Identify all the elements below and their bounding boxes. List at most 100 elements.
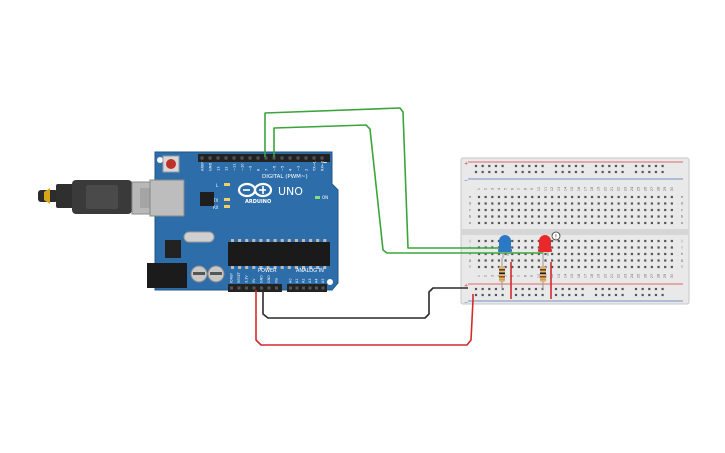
column-number: 14	[563, 274, 567, 278]
analog-pin-label: A1	[295, 279, 299, 283]
green-wire-2[interactable]	[273, 124, 543, 254]
column-number: 1	[477, 188, 481, 190]
digital-pin-label: ~3	[296, 166, 300, 171]
analog-pin-label: A4	[315, 279, 319, 283]
analog-pin-hole[interactable]	[295, 286, 299, 290]
warning-badge[interactable]: !	[551, 231, 561, 241]
column-number: 15	[570, 187, 574, 191]
analog-pin-hole[interactable]	[308, 286, 312, 290]
column-number: 29	[663, 187, 667, 191]
column-number: 19	[597, 187, 601, 191]
mount-hole-icon	[327, 279, 333, 285]
column-number: 5	[504, 188, 508, 190]
digital-pin-label: AREF	[200, 162, 204, 171]
digital-header[interactable]	[198, 154, 330, 162]
column-number: 10	[537, 274, 541, 278]
column-number: 22	[617, 274, 621, 278]
row-letter: f	[469, 264, 471, 269]
analog-pin-label: A5	[321, 279, 325, 283]
usb-chip	[200, 192, 214, 206]
analog-pin-hole[interactable]	[289, 286, 292, 290]
usb-socket	[149, 179, 185, 217]
digital-pin-label: GND	[208, 163, 212, 171]
digital-pin-hole[interactable]	[240, 156, 244, 160]
resistor-1[interactable]	[499, 258, 505, 290]
row-letter: g	[681, 258, 684, 263]
digital-pin-hole[interactable]	[280, 156, 284, 160]
column-number: 27	[650, 274, 654, 278]
on-led	[315, 196, 320, 199]
row-letter: d	[469, 201, 472, 206]
power-pin-hole[interactable]	[237, 286, 241, 290]
digital-pin-label: ~6	[272, 165, 276, 171]
column-number: 26	[643, 274, 647, 278]
row-letter: j	[680, 238, 682, 243]
wires[interactable]	[255, 107, 543, 346]
column-number: 26	[643, 187, 647, 191]
analog-pin-label: A2	[302, 279, 306, 283]
power-pin-label: 5V	[252, 278, 256, 283]
voltage-regulator	[165, 240, 181, 258]
digital-pin-hole[interactable]	[272, 156, 276, 160]
column-number: 10	[537, 187, 541, 191]
digital-pin-label: 2	[304, 169, 308, 171]
power-pin-hole[interactable]	[245, 286, 248, 290]
warning-icon: !	[555, 234, 557, 241]
row-letter: j	[468, 238, 470, 243]
power-pin-hole[interactable]	[252, 286, 256, 290]
analog-pin-hole[interactable]	[302, 286, 305, 290]
digital-pin-hole[interactable]	[264, 156, 268, 160]
row-letter: d	[681, 201, 684, 206]
red-wire[interactable]	[255, 290, 474, 346]
power-label: POWER	[258, 268, 277, 274]
bottom-pin-holes	[230, 286, 325, 290]
green-wire-1[interactable]	[264, 107, 503, 249]
analog-pin-hole[interactable]	[315, 286, 318, 290]
column-number: 23	[623, 274, 627, 278]
digital-pin-hole[interactable]	[248, 156, 252, 160]
power-pin-hole[interactable]	[275, 286, 278, 290]
digital-pin-hole[interactable]	[224, 156, 228, 160]
column-number: 24	[630, 274, 634, 278]
column-number: 30	[670, 274, 674, 278]
column-number: 14	[563, 187, 567, 191]
digital-pin-label: 13	[216, 166, 220, 171]
row-letter: i	[681, 245, 682, 250]
column-number: 7	[517, 188, 521, 190]
column-number: 6	[510, 275, 514, 277]
digital-pin-hole[interactable]	[232, 156, 236, 160]
digital-pin-hole[interactable]	[208, 156, 212, 160]
led-red[interactable]	[538, 235, 552, 258]
black-wire[interactable]	[262, 287, 468, 319]
row-letter: a	[681, 220, 683, 225]
analog-pin-hole[interactable]	[321, 286, 325, 290]
digital-pin-label: 8	[256, 168, 260, 171]
power-pin-label: IOREF	[230, 273, 234, 283]
breadboard[interactable]: + − + − 11223344556677889910101111121213…	[460, 157, 690, 306]
digital-pin-hole[interactable]	[200, 156, 204, 160]
digital-pin-hole[interactable]	[312, 156, 316, 160]
power-pin-hole[interactable]	[260, 286, 263, 290]
digital-pin-hole[interactable]	[320, 156, 324, 160]
digital-pin-hole[interactable]	[256, 156, 260, 160]
digital-pin-hole[interactable]	[216, 156, 220, 160]
led-blue[interactable]	[498, 235, 512, 258]
column-number: 8	[524, 275, 528, 277]
on-label: ON	[322, 195, 328, 200]
crystal	[183, 231, 215, 243]
resistor-2[interactable]	[540, 258, 546, 290]
power-pin-hole[interactable]	[267, 286, 271, 290]
digital-pin-hole[interactable]	[288, 156, 292, 160]
reset-button[interactable]	[162, 155, 180, 173]
power-pin-hole[interactable]	[230, 286, 233, 290]
digital-pin-hole[interactable]	[296, 156, 300, 160]
digital-pin-hole[interactable]	[304, 156, 308, 160]
rail-minus-label: −	[464, 178, 468, 184]
column-number: 25	[637, 187, 641, 191]
column-number: 12	[550, 187, 554, 191]
analog-header[interactable]	[287, 284, 327, 292]
digital-pin-label: 12	[224, 166, 228, 171]
column-number: 1	[477, 275, 481, 277]
